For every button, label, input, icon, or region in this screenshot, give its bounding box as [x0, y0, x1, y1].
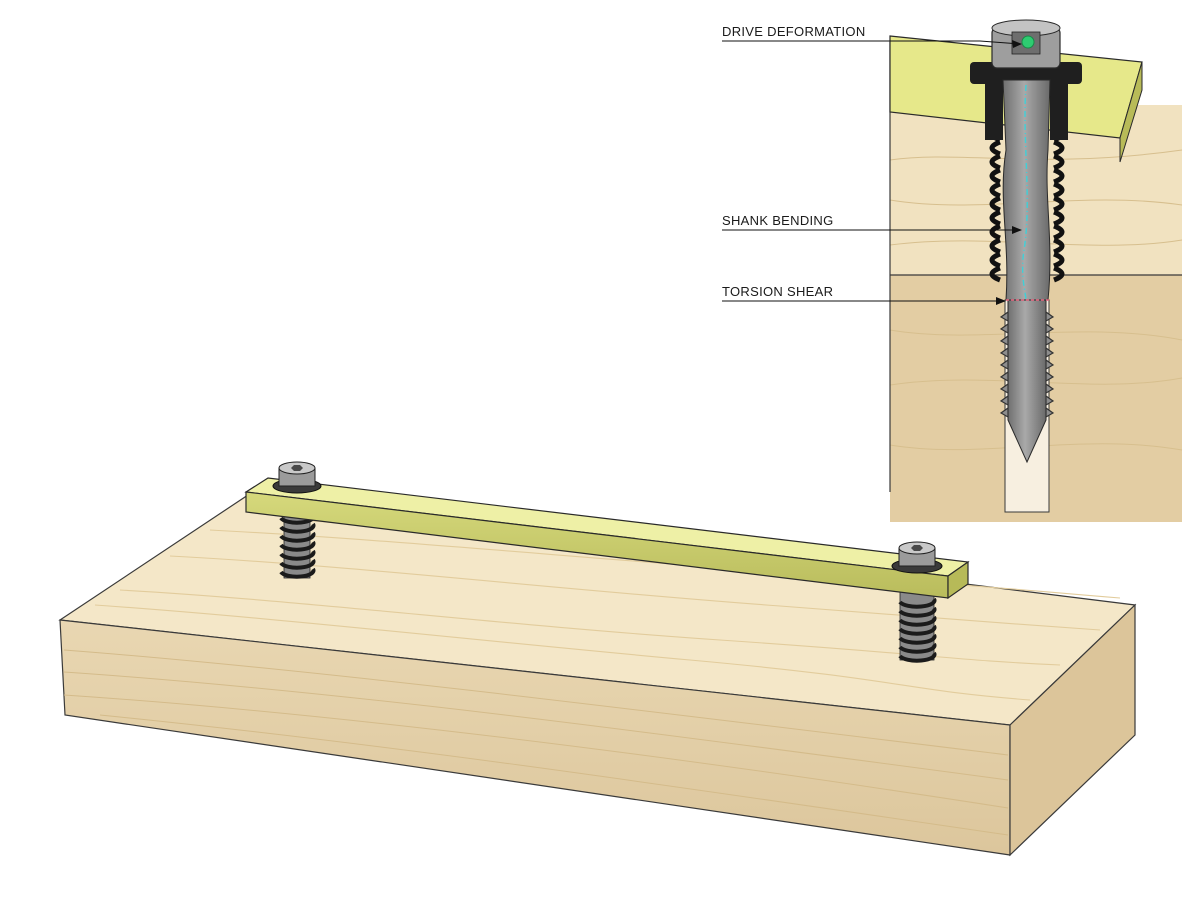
thread-tooth [999, 334, 1009, 347]
right-spring-coils [898, 597, 937, 663]
thread-tooth [1045, 358, 1055, 371]
spring-coil [279, 549, 316, 561]
spring-coil [1053, 139, 1065, 157]
detail-washer-sleeve-left [985, 80, 1003, 140]
spring-coil [1053, 265, 1065, 283]
spring-coil [989, 251, 1001, 269]
main-assembly [58, 461, 1137, 857]
drive-deformation-marker [1021, 35, 1035, 49]
spring-coil [1053, 223, 1065, 241]
spring-coil [989, 265, 1001, 283]
hex-socket-icon [911, 545, 923, 551]
thread-tooth [999, 406, 1009, 419]
spring-coil [898, 642, 937, 654]
callout-drive-deformation-leader [722, 40, 1021, 45]
callout-shank-bending-label: SHANK BENDING [722, 213, 834, 228]
wood-block [58, 494, 1137, 857]
spring-coil [1053, 181, 1065, 199]
spring-coil [1053, 237, 1065, 255]
detail-spring-coils [989, 125, 1065, 283]
spring-coil [279, 567, 316, 579]
spring-coil [898, 633, 937, 645]
wood-grain-front [63, 649, 1009, 836]
spring-coil [279, 531, 316, 543]
spring-coil [898, 597, 937, 609]
thread-tooth [999, 394, 1009, 407]
thread-tooth [999, 358, 1009, 371]
spring-coil [989, 195, 1001, 213]
left-screw-head [272, 461, 322, 494]
spring-coil [898, 651, 937, 663]
metal-plate-end-face [947, 560, 969, 600]
callout-torsion-shear-label: TORSION SHEAR [722, 284, 833, 299]
callout-torsion-shear: TORSION SHEAR [722, 284, 1006, 305]
spring-coil [1053, 153, 1065, 171]
spring-coil [279, 558, 316, 570]
spring-coil [279, 522, 316, 534]
spring-coil [989, 139, 1001, 157]
spring-coil [1053, 195, 1065, 213]
spring-coil [898, 624, 937, 636]
thread-tooth [999, 322, 1009, 335]
right-screw-head [891, 541, 943, 574]
thread-tooth [1045, 346, 1055, 359]
thread-tooth [1045, 406, 1055, 419]
thread-tooth [1045, 334, 1055, 347]
arrowhead-icon [996, 297, 1006, 305]
callout-drive-deformation: DRIVE DEFORMATION [722, 24, 1022, 48]
spring-coil [989, 223, 1001, 241]
thread-tooth [999, 382, 1009, 395]
spring-coil [1053, 167, 1065, 185]
thread-tooth [1045, 394, 1055, 407]
spring-coil [898, 606, 937, 618]
thread-tooth [999, 310, 1009, 323]
thread-tooth [999, 346, 1009, 359]
arrowhead-icon [1012, 226, 1022, 234]
spring-coil [989, 153, 1001, 171]
arrowhead-icon [1012, 40, 1022, 48]
shank-bending-axis [1021, 84, 1028, 301]
detail-screw-threads [999, 310, 1055, 419]
thread-tooth [1045, 382, 1055, 395]
spring-coil [989, 181, 1001, 199]
detail-plate-side [1119, 61, 1143, 163]
metal-plate [244, 477, 970, 600]
thread-tooth [1045, 322, 1055, 335]
detail-washer-sleeve-right [1050, 80, 1068, 140]
callout-drive-deformation-label: DRIVE DEFORMATION [722, 24, 866, 39]
spring-coil [989, 237, 1001, 255]
spring-coil [1053, 251, 1065, 269]
thread-tooth [1045, 370, 1055, 383]
spring-coil [989, 209, 1001, 227]
spring-coil [989, 167, 1001, 185]
spring-coil [1053, 209, 1065, 227]
spring-coil [898, 615, 937, 627]
thread-tooth [999, 370, 1009, 383]
hex-socket-icon [291, 465, 303, 471]
callout-shank-bending: SHANK BENDING [722, 213, 1022, 234]
wood-block-side-face [1009, 603, 1136, 857]
callouts: DRIVE DEFORMATION SHANK BENDING TORSION … [722, 24, 1022, 305]
thread-tooth [1045, 310, 1055, 323]
detail-cutaway [889, 19, 1183, 522]
right-screw-spring [898, 591, 937, 663]
spring-coil [279, 540, 316, 552]
